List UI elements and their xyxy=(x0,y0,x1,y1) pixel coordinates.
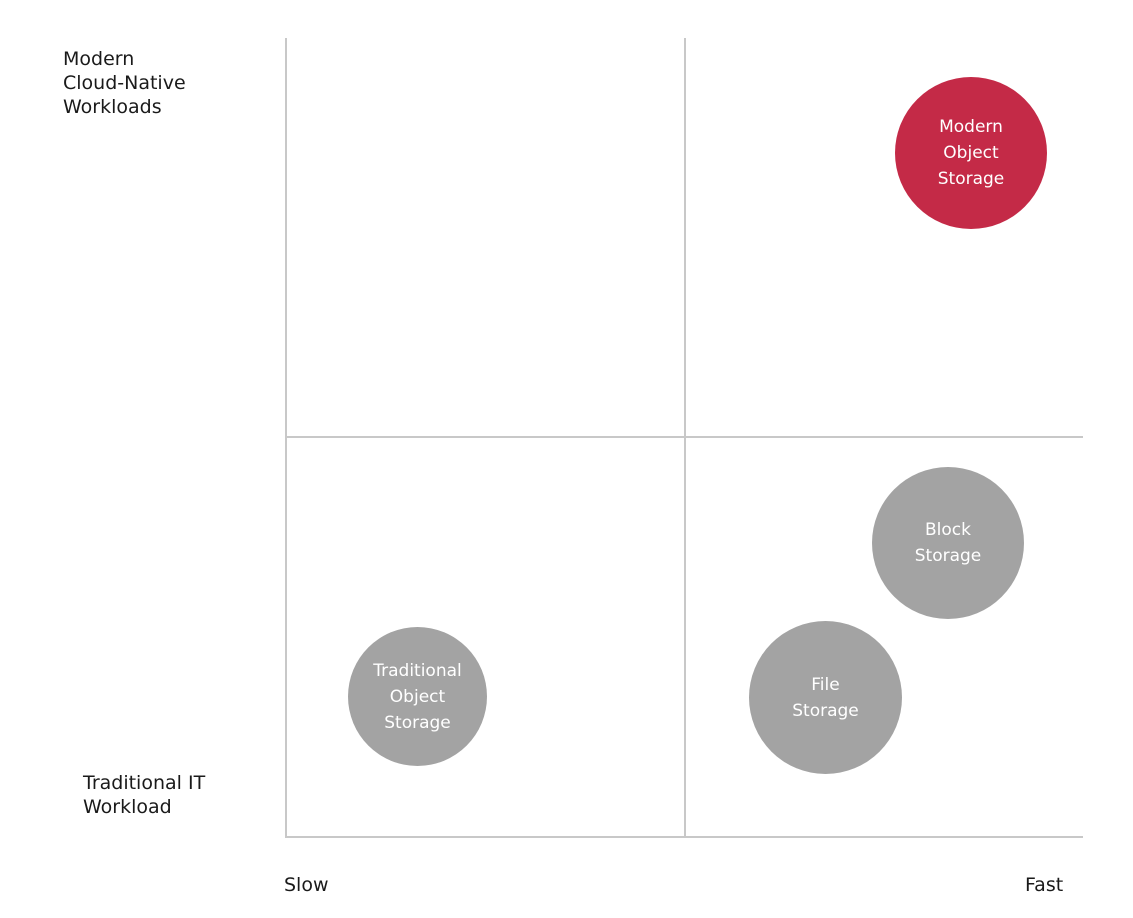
vertical-divider-line xyxy=(684,38,686,838)
bubble-block-storage: Block Storage xyxy=(872,467,1024,619)
horizontal-divider-line xyxy=(285,436,1083,438)
bubble-traditional-object-storage: Traditional Object Storage xyxy=(348,627,487,766)
bubble-modern-object-storage: Modern Object Storage xyxy=(895,77,1047,229)
x-axis-right-label: Fast xyxy=(1025,874,1064,896)
bubble-file-storage: File Storage xyxy=(749,621,902,774)
bottom-axis-line xyxy=(285,836,1083,838)
y-axis-bottom-label: Traditional IT Workload xyxy=(83,772,206,818)
x-axis-left-label: Slow xyxy=(284,874,329,896)
left-axis-line xyxy=(285,38,287,838)
y-axis-top-label: Modern Cloud-Native Workloads xyxy=(63,48,186,118)
